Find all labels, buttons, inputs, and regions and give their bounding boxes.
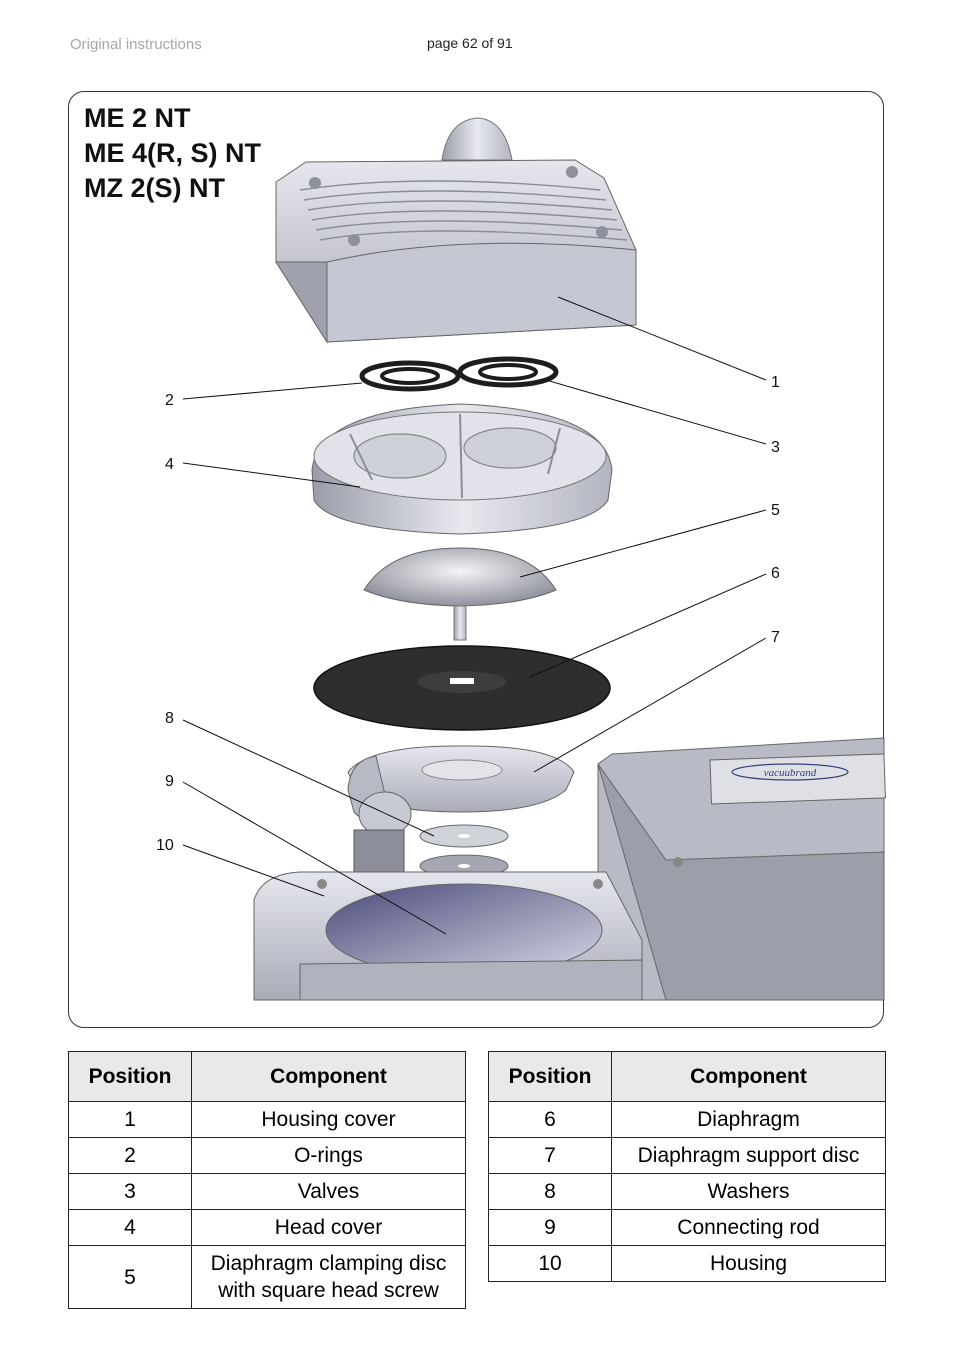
position-cell: 4	[68, 1209, 192, 1246]
table-header-row: Position Component	[488, 1051, 886, 1102]
component-cell: Connecting rod	[611, 1209, 886, 1246]
table-row: 5 Diaphragm clamping disc with square he…	[68, 1245, 466, 1309]
table-row: 3 Valves	[68, 1173, 466, 1210]
callout-6: 6	[771, 565, 780, 582]
position-cell: 8	[488, 1173, 612, 1210]
table-row: 7 Diaphragm support disc	[488, 1137, 886, 1174]
callout-5: 5	[771, 502, 780, 519]
support-disc-drawing	[347, 745, 575, 813]
model-list: ME 2 NT ME 4(R, S) NT MZ 2(S) NT	[84, 101, 261, 206]
component-cell: O-rings	[191, 1137, 466, 1174]
component-cell: Housing cover	[191, 1101, 466, 1138]
callout-2: 2	[165, 392, 174, 409]
column-header-component: Component	[191, 1051, 466, 1102]
position-cell: 6	[488, 1101, 612, 1138]
table-row: 4 Head cover	[68, 1209, 466, 1246]
o-rings-drawing	[359, 356, 559, 392]
column-header-position: Position	[68, 1051, 192, 1102]
component-cell: Diaphragm clamping disc with square head…	[191, 1245, 466, 1309]
position-cell: 3	[68, 1173, 192, 1210]
callout-7: 7	[771, 629, 780, 646]
table-row: 1 Housing cover	[68, 1101, 466, 1138]
component-cell: Diaphragm	[611, 1101, 886, 1138]
callout-10: 10	[156, 837, 174, 854]
component-cell: Washers	[611, 1173, 886, 1210]
model-name: MZ 2(S) NT	[84, 173, 225, 203]
component-cell: Valves	[191, 1173, 466, 1210]
diaphragm-drawing	[313, 645, 611, 731]
page-number: page 62 of 91	[427, 35, 513, 51]
position-cell: 2	[68, 1137, 192, 1174]
housing-cover-drawing	[275, 117, 637, 344]
position-cell: 10	[488, 1245, 612, 1282]
brand-plate-text: vacuubrand	[764, 767, 817, 779]
model-name: ME 4(R, S) NT	[84, 138, 262, 168]
housing-drawing: vacuubrand	[253, 737, 886, 1001]
position-cell: 5	[68, 1245, 192, 1309]
position-cell: 7	[488, 1137, 612, 1174]
table-row: 6 Diaphragm	[488, 1101, 886, 1138]
component-cell: Housing	[611, 1245, 886, 1282]
table-row: 10 Housing	[488, 1245, 886, 1282]
table-row: 9 Connecting rod	[488, 1209, 886, 1246]
callout-1: 1	[771, 374, 780, 391]
component-line: with square head screw	[218, 1279, 439, 1302]
document-label: Original instructions	[70, 36, 202, 53]
callout-4: 4	[165, 456, 174, 473]
connecting-rod-drawing	[347, 755, 412, 875]
callout-8: 8	[165, 710, 174, 727]
callout-lines	[182, 296, 767, 935]
table-header-row: Position Component	[68, 1051, 466, 1102]
table-row: 8 Washers	[488, 1173, 886, 1210]
parts-table-left: Position Component 1 Housing cover 2 O-r…	[68, 1051, 466, 1309]
column-header-position: Position	[488, 1051, 612, 1102]
position-cell: 9	[488, 1209, 612, 1246]
parts-table-right: Position Component 6 Diaphragm 7 Diaphra…	[488, 1051, 886, 1282]
component-line: Diaphragm clamping disc	[210, 1252, 447, 1275]
head-cover-drawing	[311, 403, 613, 535]
callout-9: 9	[165, 773, 174, 790]
component-cell: Head cover	[191, 1209, 466, 1246]
column-header-component: Component	[611, 1051, 886, 1102]
callout-3: 3	[771, 439, 780, 456]
model-name: ME 2 NT	[84, 103, 191, 133]
position-cell: 1	[68, 1101, 192, 1138]
table-row: 2 O-rings	[68, 1137, 466, 1174]
component-cell: Diaphragm support disc	[611, 1137, 886, 1174]
clamping-disc-drawing	[363, 547, 557, 641]
